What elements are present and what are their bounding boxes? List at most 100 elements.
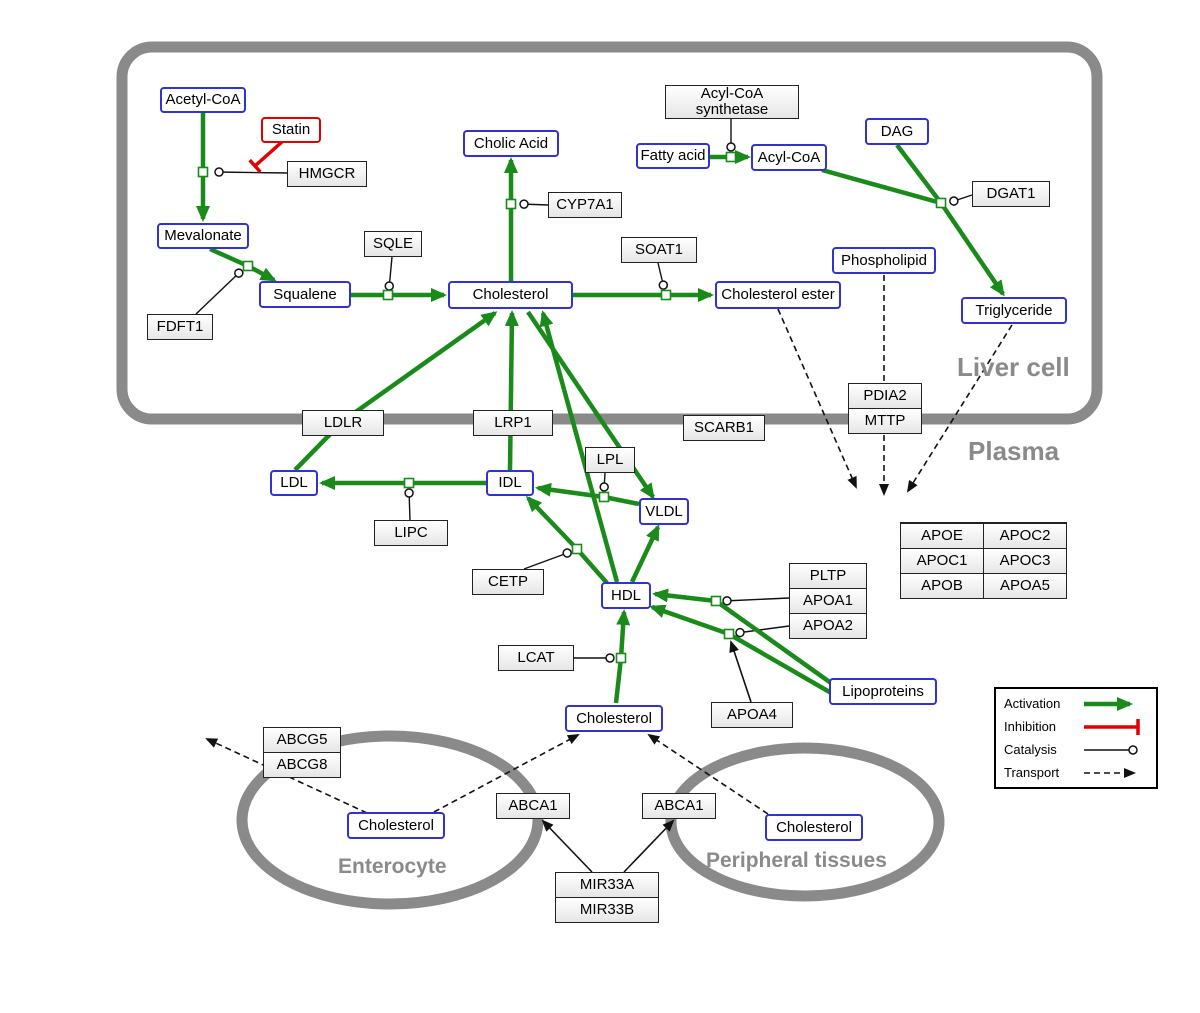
node-phospholipid[interactable]: Phospholipid <box>832 247 936 274</box>
node-dag[interactable]: DAG <box>865 118 929 145</box>
node-scarb1[interactable]: SCARB1 <box>683 415 765 441</box>
reaction-anchor <box>615 652 627 664</box>
node-label[interactable]: PLTP <box>790 564 866 588</box>
plasma-label: Plasma <box>968 436 1060 466</box>
node-triglyceride[interactable]: Triglyceride <box>961 297 1067 324</box>
compartment-shapes <box>116 41 1103 910</box>
edge-activation-33 <box>504 310 519 471</box>
node-label: ABCA1 <box>654 797 704 814</box>
node-label[interactable]: APOA2 <box>790 614 866 638</box>
legend: Activation Inhibition Catalysis Transpor… <box>994 687 1158 789</box>
node-lcat[interactable]: LCAT <box>498 645 574 671</box>
node-cholesterol-liver[interactable]: Cholesterol <box>448 281 573 309</box>
edge-activation-31 <box>939 201 1005 297</box>
node-ldlr[interactable]: LDLR <box>302 410 384 436</box>
node-cyp7a1[interactable]: CYP7A1 <box>548 192 622 218</box>
node-cholesterol-enterocyte[interactable]: Cholesterol <box>347 812 445 839</box>
node-label[interactable]: ABCG8 <box>264 753 340 777</box>
node-label: LPL <box>596 451 624 468</box>
node-label: LCAT <box>517 649 555 666</box>
node-squalene[interactable]: Squalene <box>259 281 351 308</box>
node-label[interactable]: ABCG5 <box>264 728 340 752</box>
table-cell[interactable]: APOC2 <box>984 523 1066 548</box>
node-soat1[interactable]: SOAT1 <box>621 237 697 263</box>
edge-arrow-21 <box>623 819 675 873</box>
edge-catalysis-18 <box>735 625 790 638</box>
edge-catalysis-14 <box>599 472 609 492</box>
node-label[interactable]: APOA1 <box>790 589 866 613</box>
node-acyl-coa2[interactable]: Acyl-CoA <box>751 144 827 171</box>
node-idl[interactable]: IDL <box>486 470 534 496</box>
node-ldl[interactable]: LDL <box>270 470 318 496</box>
node-statin[interactable]: Statin <box>261 117 321 143</box>
node-hmgcr[interactable]: HMGCR <box>287 161 367 187</box>
node-acetyl-coa[interactable]: Acetyl-CoA <box>160 87 246 113</box>
node-mevalonate[interactable]: Mevalonate <box>157 223 249 249</box>
node-lipoproteins[interactable]: Lipoproteins <box>829 678 937 705</box>
activation-arrow-icon <box>1084 696 1133 711</box>
legend-catalysis-label: Catalysis <box>1004 742 1057 757</box>
node-label: Phospholipid <box>841 251 927 269</box>
legend-row-activation: Activation <box>996 696 1156 712</box>
node-lipc[interactable]: LIPC <box>374 520 448 546</box>
node-dgat1[interactable]: DGAT1 <box>972 181 1050 207</box>
node-fatty-acid[interactable]: Fatty acid <box>636 143 710 169</box>
node-vldl[interactable]: VLDL <box>639 498 689 525</box>
node-abca1-enterocyte[interactable]: ABCA1 <box>496 793 570 819</box>
catalysis-circle-icon <box>1084 744 1138 755</box>
node-label: IDL <box>498 474 522 491</box>
node-cholesterol-ester[interactable]: Cholesterol ester <box>715 281 841 309</box>
node-apoa4[interactable]: APOA4 <box>711 702 793 728</box>
node-label[interactable]: MIR33A <box>556 873 658 897</box>
table-cell[interactable]: APOE <box>901 523 983 548</box>
node-label: DGAT1 <box>986 185 1036 202</box>
node-cholesterol-plasma[interactable]: Cholesterol <box>565 705 663 732</box>
node-hdl[interactable]: HDL <box>601 582 651 609</box>
node-label[interactable]: PDIA2 <box>849 384 921 408</box>
edge-catalysis-15 <box>523 548 572 570</box>
node-cetp[interactable]: CETP <box>472 569 544 595</box>
node-label: VLDL <box>645 502 683 520</box>
table-cell[interactable]: APOA5 <box>984 573 1066 598</box>
edge-catalysis-12 <box>949 194 973 206</box>
node-cholic-acid[interactable]: Cholic Acid <box>463 130 559 157</box>
node-label: SQLE <box>372 235 414 252</box>
node-label: Cholesterol <box>472 286 549 303</box>
node-lpl[interactable]: LPL <box>585 447 635 473</box>
node-label[interactable]: MIR33B <box>556 898 658 922</box>
node-cholesterol-peripheral[interactable]: Cholesterol <box>765 814 863 841</box>
reaction-anchor <box>935 197 947 209</box>
node-label: LDL <box>280 474 308 491</box>
edge-activation-37 <box>539 310 620 583</box>
node-label: Cholesterol <box>776 818 852 836</box>
node-label: Statin <box>271 121 311 138</box>
reaction-anchor <box>403 477 415 489</box>
edge-transport-0 <box>777 308 857 489</box>
node-fdft1[interactable]: FDFT1 <box>147 314 213 340</box>
node-label: Cholesterol <box>576 709 652 727</box>
node-label[interactable]: MTTP <box>849 409 921 433</box>
node-label: APOA4 <box>726 706 778 723</box>
node-sqle[interactable]: SQLE <box>364 231 422 257</box>
edge-catalysis-13 <box>404 488 414 521</box>
node-lrp1[interactable]: LRP1 <box>473 410 553 436</box>
node-label: CETP <box>487 573 528 590</box>
node-label: FDFT1 <box>156 318 204 335</box>
table-cell[interactable]: APOC3 <box>984 548 1066 573</box>
table-cell[interactable]: APOC1 <box>901 548 983 573</box>
reaction-anchor <box>242 260 254 272</box>
reaction-anchor <box>598 491 610 503</box>
node-abca1-peripheral[interactable]: ABCA1 <box>642 793 716 819</box>
table-cell[interactable]: APOB <box>901 573 983 598</box>
